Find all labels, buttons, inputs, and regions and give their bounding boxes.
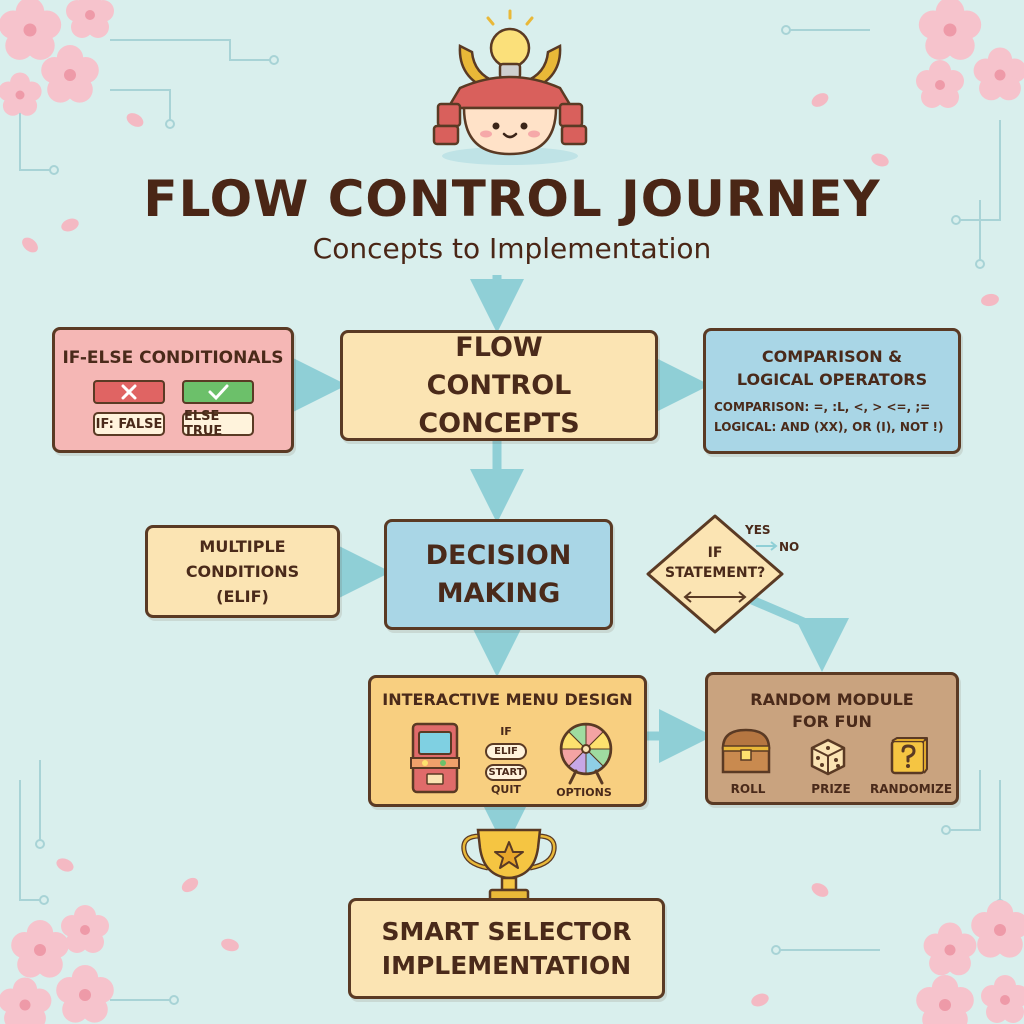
node-comparison-logical-operators: COMPARISON & LOGICAL OPERATORS COMPARISO… [703,328,961,454]
random-label-roll: ROLL [730,782,766,796]
operators-comparison: COMPARISON: =, :L, <, > <=, ;= [714,400,931,414]
yes-label: YES [745,523,771,537]
menu-title: INTERACTIVE MENU DESIGN [382,690,633,709]
decision-title: DECISION MAKING [425,539,572,609]
smart-title: SMART SELECTOR IMPLEMENTATION [381,916,632,980]
check-icon [182,380,254,404]
if-statement-label: IF STATEMENT? [665,545,766,581]
trophy-icon [461,828,557,906]
options-label: OPTIONS [556,786,612,799]
dice-icon [810,738,846,776]
node-flow-control-concepts: FLOW CONTROL CONCEPTS [340,330,658,441]
random-label-randomize: RANDOMIZE [870,782,953,796]
samurai-helmet-icon [432,9,588,165]
node-decision-making: DECISION MAKING [384,519,613,630]
page-title: FLOW CONTROL JOURNEY [143,170,881,228]
treasure-chest-icon [721,728,771,774]
question-block-icon [890,737,928,775]
menu-item-start: START [485,764,527,781]
page-subtitle: Concepts to Implementation [312,232,712,265]
if-else-title: IF-ELSE CONDITIONALS [62,348,284,368]
random-title: RANDOM MODULE FOR FUN [750,690,914,731]
node-smart-selector-implementation: SMART SELECTOR IMPLEMENTATION [348,898,665,999]
operators-logical: LOGICAL: AND (XX), OR (I), NOT !) [714,420,944,434]
no-label: NO [779,540,800,554]
prize-wheel-icon [559,722,613,785]
if-statement-diamond [646,514,784,634]
node-if-else-conditionals: IF-ELSE CONDITIONALS [52,327,294,453]
concepts-title: FLOW CONTROL CONCEPTS [418,331,580,439]
else-true-label: ELSE TRUE [182,409,254,439]
multiple-title: MULTIPLE CONDITIONS (ELIF) [185,537,300,606]
if-false-label: IF: FALSE [93,412,165,436]
random-label-prize: PRIZE [811,782,851,796]
menu-item-if: IF [500,725,512,738]
arcade-cabinet-icon [410,722,460,794]
operators-title: COMPARISON & LOGICAL OPERATORS [736,347,928,389]
menu-item-quit: QUIT [491,783,521,796]
menu-item-elif: ELIF [485,743,527,760]
node-multiple-conditions: MULTIPLE CONDITIONS (ELIF) [145,525,340,618]
cross-icon [93,380,165,404]
yes-arrow [756,541,778,551]
